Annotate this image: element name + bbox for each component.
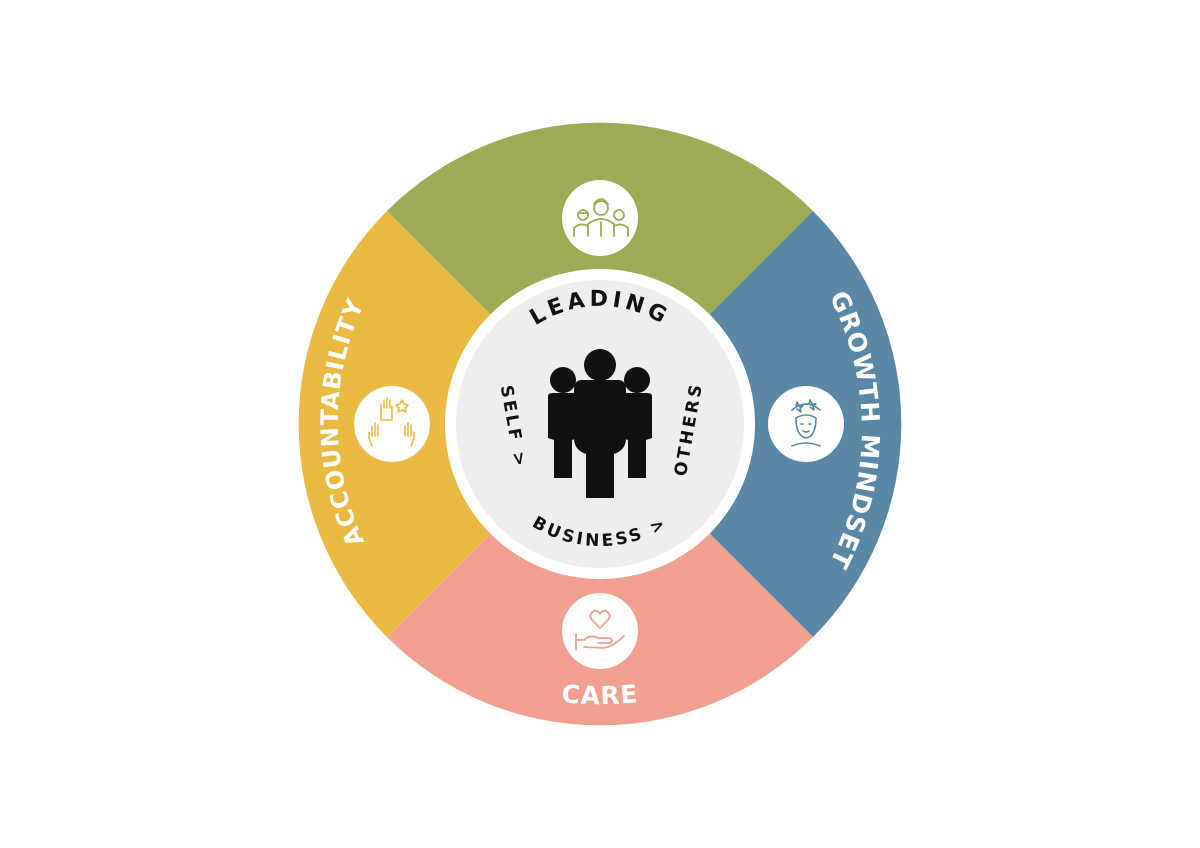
care-icon-badge bbox=[562, 593, 638, 669]
accountability-icon-badge bbox=[354, 386, 430, 462]
team-icon bbox=[573, 198, 629, 237]
care-label: CARE bbox=[561, 679, 640, 710]
heart-hand-icon bbox=[575, 609, 625, 651]
raised-hands-icon bbox=[368, 397, 415, 447]
growth-mindset-icon-badge bbox=[768, 386, 844, 462]
one-team-icon-badge bbox=[562, 180, 638, 256]
mindset-head-icon bbox=[791, 399, 821, 447]
people-group-icon bbox=[548, 349, 652, 498]
